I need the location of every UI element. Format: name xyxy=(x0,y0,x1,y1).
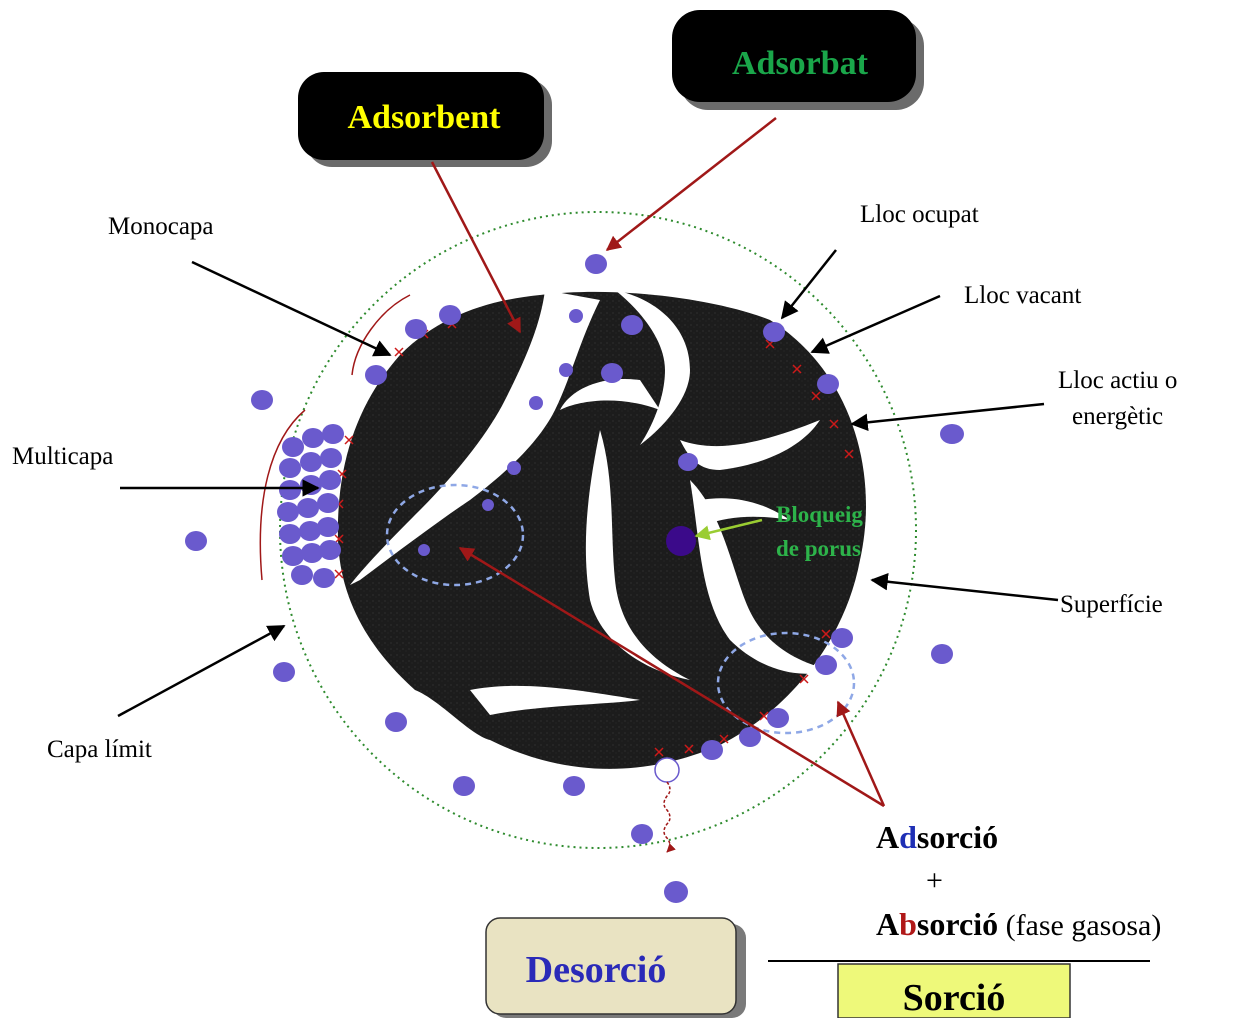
adsorbat-arrow xyxy=(607,118,776,250)
monocapa-label: Monocapa xyxy=(108,213,214,240)
capa-limit-label: Capa límit xyxy=(47,736,152,763)
sorcio-box: Sorció xyxy=(838,964,1070,1018)
sorcio-label: Sorció xyxy=(903,977,1006,1018)
desorbing-molecule xyxy=(655,758,679,782)
absorcio-letter-b: b xyxy=(899,906,917,942)
pore-block-molecule xyxy=(666,526,696,556)
desorcio-label: Desorció xyxy=(526,949,667,991)
adsorbent-box: Adsorbent xyxy=(298,72,552,167)
superficie-label: Superfície xyxy=(1060,591,1163,618)
capa-limit-arrow xyxy=(118,626,284,716)
superficie-arrow xyxy=(872,580,1058,600)
bloqueig-label-1: Bloqueig xyxy=(776,502,863,527)
lloc-actiu-label-1: Lloc actiu o xyxy=(1058,367,1177,394)
desorption-path xyxy=(664,782,670,852)
lloc-ocupat-label: Lloc ocupat xyxy=(860,201,979,228)
lloc-actiu-arrow xyxy=(852,404,1044,424)
monocapa-arrow xyxy=(192,262,390,355)
lloc-actiu-label-2: energètic xyxy=(1072,403,1163,430)
multicapa-label: Multicapa xyxy=(12,443,113,470)
lloc-vacant-label: Lloc vacant xyxy=(964,282,1081,309)
adsorcio-rest: sorció xyxy=(917,819,998,855)
absorcio-rest: sorció xyxy=(917,906,998,942)
lloc-ocupat-arrow xyxy=(782,250,836,318)
absorcio-label: Absorció (fase gasosa) xyxy=(876,906,1161,942)
adsorbent-particle xyxy=(338,290,866,769)
adsorcio-arrow-2 xyxy=(838,702,884,806)
adsorcio-letter-a: A xyxy=(876,819,899,855)
adsorbat-box: Adsorbat xyxy=(672,10,924,110)
adsorcio-label: Adsorció xyxy=(876,819,998,855)
adsorcio-letter-d: d xyxy=(899,819,917,855)
bloqueig-label-2: de porus xyxy=(776,536,861,561)
fase-gasosa-label: (fase gasosa) xyxy=(998,909,1161,942)
desorcio-box: Desorció xyxy=(486,918,746,1018)
lloc-vacant-arrow xyxy=(812,296,940,352)
adsorbent-label: Adsorbent xyxy=(347,99,501,136)
absorcio-letter-a: A xyxy=(876,906,899,942)
adsorbat-label: Adsorbat xyxy=(732,45,869,82)
plus-sign: + xyxy=(926,864,943,897)
